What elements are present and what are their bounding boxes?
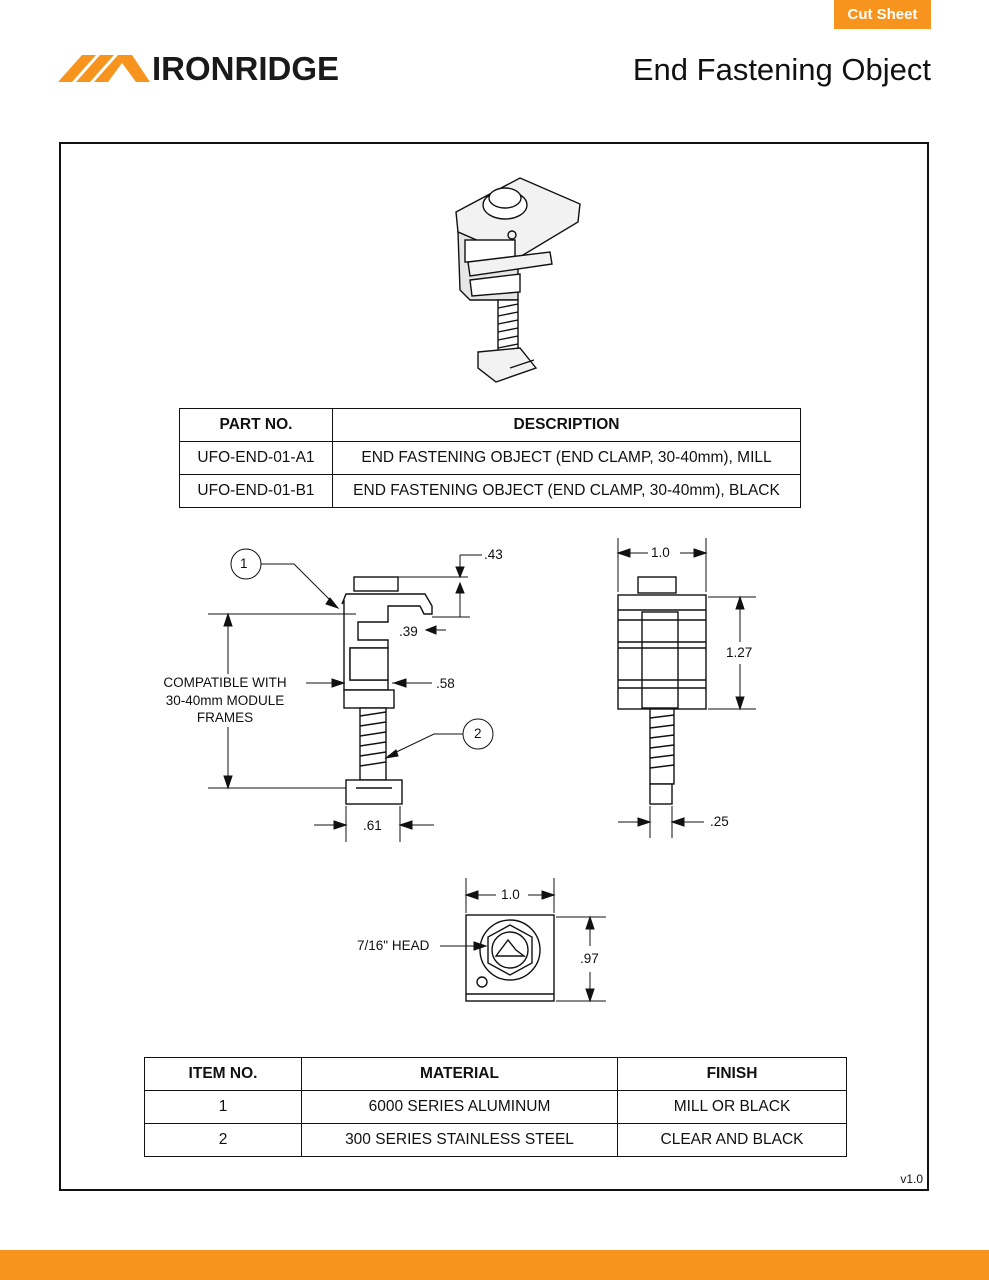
part-number: UFO-END-01-B1 <box>179 474 333 508</box>
side-view-clamp <box>341 576 433 805</box>
materials-header-item-no: ITEM NO. <box>144 1057 302 1091</box>
callout-2-label: 2 <box>474 726 482 741</box>
materials-header-material: MATERIAL <box>301 1057 618 1091</box>
table-row: UFO-END-01-A1 END FASTENING OBJECT (END … <box>179 441 801 475</box>
item-number: 1 <box>144 1090 302 1124</box>
compatibility-note: COMPATIBLE WITH 30-40mm MODULE FRAMES <box>150 674 300 727</box>
parts-header-description: DESCRIPTION <box>332 408 801 442</box>
table-row: 2 300 SERIES STAINLESS STEEL CLEAR AND B… <box>144 1123 847 1157</box>
item-material: 300 SERIES STAINLESS STEEL <box>301 1123 618 1157</box>
brand-name: IRONRIDGE <box>152 50 340 87</box>
version-label: v1.0 <box>900 1172 923 1186</box>
materials-header-finish: FINISH <box>617 1057 847 1091</box>
drawing-frame <box>59 142 929 1191</box>
dim-top-view-width: 1.0 <box>501 887 520 902</box>
table-row: UFO-END-01-B1 END FASTENING OBJECT (END … <box>179 474 801 508</box>
part-description: END FASTENING OBJECT (END CLAMP, 30-40mm… <box>332 441 801 475</box>
footer-accent-bar <box>0 1250 989 1280</box>
parts-header-part-no: PART NO. <box>179 408 333 442</box>
item-finish: MILL OR BLACK <box>617 1090 847 1124</box>
callout-1-label: 1 <box>240 556 248 571</box>
dim-front-height: 1.27 <box>726 645 753 660</box>
table-row: 1 6000 SERIES ALUMINUM MILL OR BLACK <box>144 1090 847 1124</box>
dim-top-height: .43 <box>484 547 503 562</box>
dim-base-width: .61 <box>363 818 382 833</box>
front-view-clamp <box>617 576 707 805</box>
dim-front-width: 1.0 <box>651 545 670 560</box>
item-finish: CLEAR AND BLACK <box>617 1123 847 1157</box>
part-description: END FASTENING OBJECT (END CLAMP, 30-40mm… <box>332 474 801 508</box>
head-size-label: 7/16" HEAD <box>357 938 430 953</box>
cut-sheet-badge: Cut Sheet <box>834 0 931 29</box>
item-number: 2 <box>144 1123 302 1157</box>
isometric-clamp-icon <box>455 177 581 383</box>
part-number: UFO-END-01-A1 <box>179 441 333 475</box>
parts-table: PART NO. DESCRIPTION UFO-END-01-A1 END F… <box>179 408 801 508</box>
top-view-clamp <box>465 914 555 1002</box>
dim-lip: .39 <box>399 624 418 639</box>
dim-top-view-height: .97 <box>580 951 599 966</box>
ironridge-logo-icon <box>58 55 150 82</box>
item-material: 6000 SERIES ALUMINUM <box>301 1090 618 1124</box>
materials-table: ITEM NO. MATERIAL FINISH 1 6000 SERIES A… <box>144 1057 847 1157</box>
page-title: End Fastening Object <box>632 52 931 87</box>
dim-front-base: .25 <box>710 814 729 829</box>
dim-width: .58 <box>436 676 455 691</box>
